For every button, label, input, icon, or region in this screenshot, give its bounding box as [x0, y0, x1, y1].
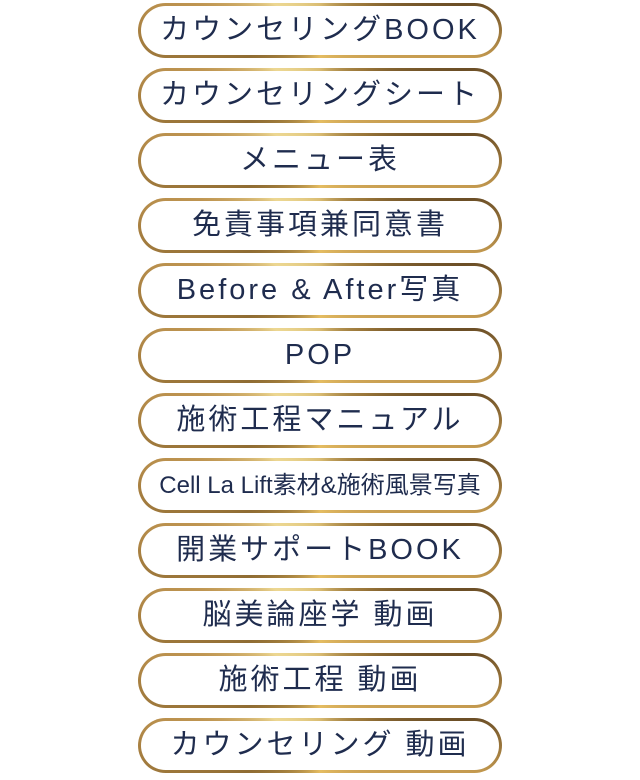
opening-support-book-label: 開業サポートBOOK — [176, 534, 464, 566]
pop-button[interactable]: POP — [138, 328, 502, 383]
before-after-photo-button[interactable]: Before & After写真 — [138, 263, 502, 318]
brain-beauty-theory-video-button[interactable]: 脳美論座学 動画 — [138, 588, 502, 643]
pop-label: POP — [284, 339, 356, 371]
procedure-video-button[interactable]: 施術工程 動画 — [138, 653, 502, 708]
counseling-video-label: カウンセリング 動画 — [170, 729, 470, 761]
button-surface: POP — [141, 331, 499, 380]
procedure-video-label: 施術工程 動画 — [218, 664, 422, 696]
button-surface: 脳美論座学 動画 — [141, 591, 499, 640]
button-surface: 免責事項兼同意書 — [141, 201, 499, 250]
menu-list-label: メニュー表 — [239, 144, 400, 176]
button-surface: メニュー表 — [141, 136, 499, 185]
opening-support-book-button[interactable]: 開業サポートBOOK — [138, 523, 502, 578]
cell-la-lift-materials-button[interactable]: Cell La Lift素材&施術風景写真 — [138, 458, 502, 513]
counseling-video-button[interactable]: カウンセリング 動画 — [138, 718, 502, 773]
button-surface: Before & After写真 — [141, 266, 499, 315]
button-surface: 施術工程マニュアル — [141, 396, 499, 445]
menu-list-button[interactable]: メニュー表 — [138, 133, 502, 188]
button-surface: 開業サポートBOOK — [141, 526, 499, 575]
disclaimer-consent-button[interactable]: 免責事項兼同意書 — [138, 198, 502, 253]
procedure-manual-label: 施術工程マニュアル — [176, 404, 464, 436]
counseling-sheet-button[interactable]: カウンセリングシート — [138, 68, 502, 123]
button-surface: カウンセリングシート — [141, 71, 499, 120]
counseling-book-button[interactable]: カウンセリングBOOK — [138, 3, 502, 58]
button-surface: Cell La Lift素材&施術風景写真 — [141, 461, 499, 510]
button-surface: カウンセリングBOOK — [141, 6, 499, 55]
procedure-manual-button[interactable]: 施術工程マニュアル — [138, 393, 502, 448]
counseling-sheet-label: カウンセリングシート — [159, 79, 480, 111]
brain-beauty-theory-video-label: 脳美論座学 動画 — [202, 599, 438, 631]
before-after-photo-label: Before & After写真 — [176, 274, 464, 306]
disclaimer-consent-label: 免責事項兼同意書 — [191, 209, 448, 241]
counseling-book-label: カウンセリングBOOK — [160, 14, 480, 46]
button-surface: 施術工程 動画 — [141, 656, 499, 705]
button-surface: カウンセリング 動画 — [141, 721, 499, 770]
cell-la-lift-materials-label: Cell La Lift素材&施術風景写真 — [159, 471, 481, 499]
